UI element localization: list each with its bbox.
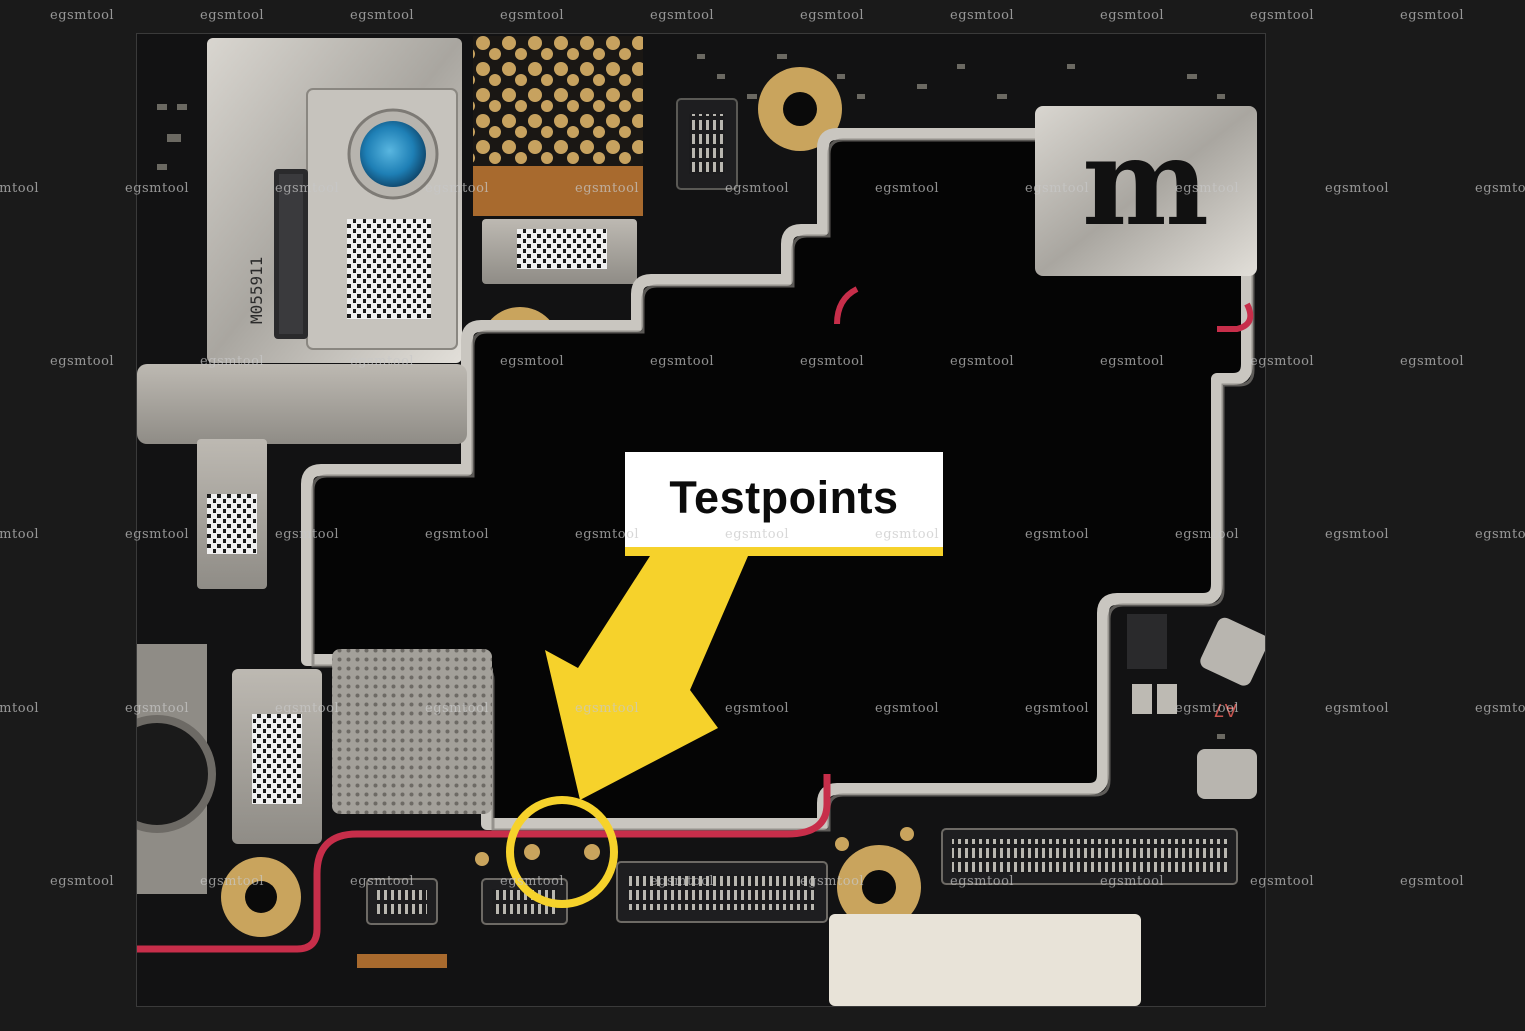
watermark-text: egsmtool bbox=[1400, 874, 1465, 889]
callout-label: Testpoints bbox=[669, 472, 899, 523]
watermark-text: egsmtool bbox=[0, 181, 40, 196]
pcb-illustration: M055911 m bbox=[137, 34, 1265, 1006]
watermark-text: egsmtool bbox=[200, 8, 265, 23]
watermark-text: egsmtool bbox=[0, 701, 40, 716]
watermark-text: egsmtool bbox=[50, 8, 115, 23]
watermark-text: egsmtool bbox=[50, 874, 115, 889]
watermark-text: egsmtool bbox=[800, 8, 865, 23]
watermark-text: egsmtool bbox=[0, 527, 40, 542]
watermark-text: egsmtool bbox=[1325, 701, 1390, 716]
watermark-text: egsmtool bbox=[1400, 8, 1465, 23]
watermark-text: egsmtool bbox=[650, 8, 715, 23]
watermark-text: egsmtool bbox=[1250, 8, 1315, 23]
watermark-text: egsmtool bbox=[1475, 181, 1525, 196]
watermark-text: egsmtool bbox=[50, 354, 115, 369]
watermark-text: egsmtool bbox=[1325, 181, 1390, 196]
watermark-text: egsmtool bbox=[1475, 527, 1525, 542]
pcb-photo: M055911 m bbox=[136, 33, 1266, 1007]
watermark-text: egsmtool bbox=[1100, 8, 1165, 23]
watermark-text: egsmtool bbox=[500, 8, 565, 23]
shield-marking: M055911 bbox=[247, 257, 266, 324]
watermark-text: egsmtool bbox=[350, 8, 415, 23]
watermark-text: egsmtool bbox=[1325, 527, 1390, 542]
watermark-text: egsmtool bbox=[1475, 701, 1525, 716]
logo-mark: m bbox=[1082, 112, 1209, 253]
watermark-text: egsmtool bbox=[1400, 354, 1465, 369]
testpoints-callout: Testpoints bbox=[625, 452, 943, 556]
silkscreen-label: A7 bbox=[1213, 699, 1237, 720]
watermark-text: egsmtool bbox=[950, 8, 1015, 23]
